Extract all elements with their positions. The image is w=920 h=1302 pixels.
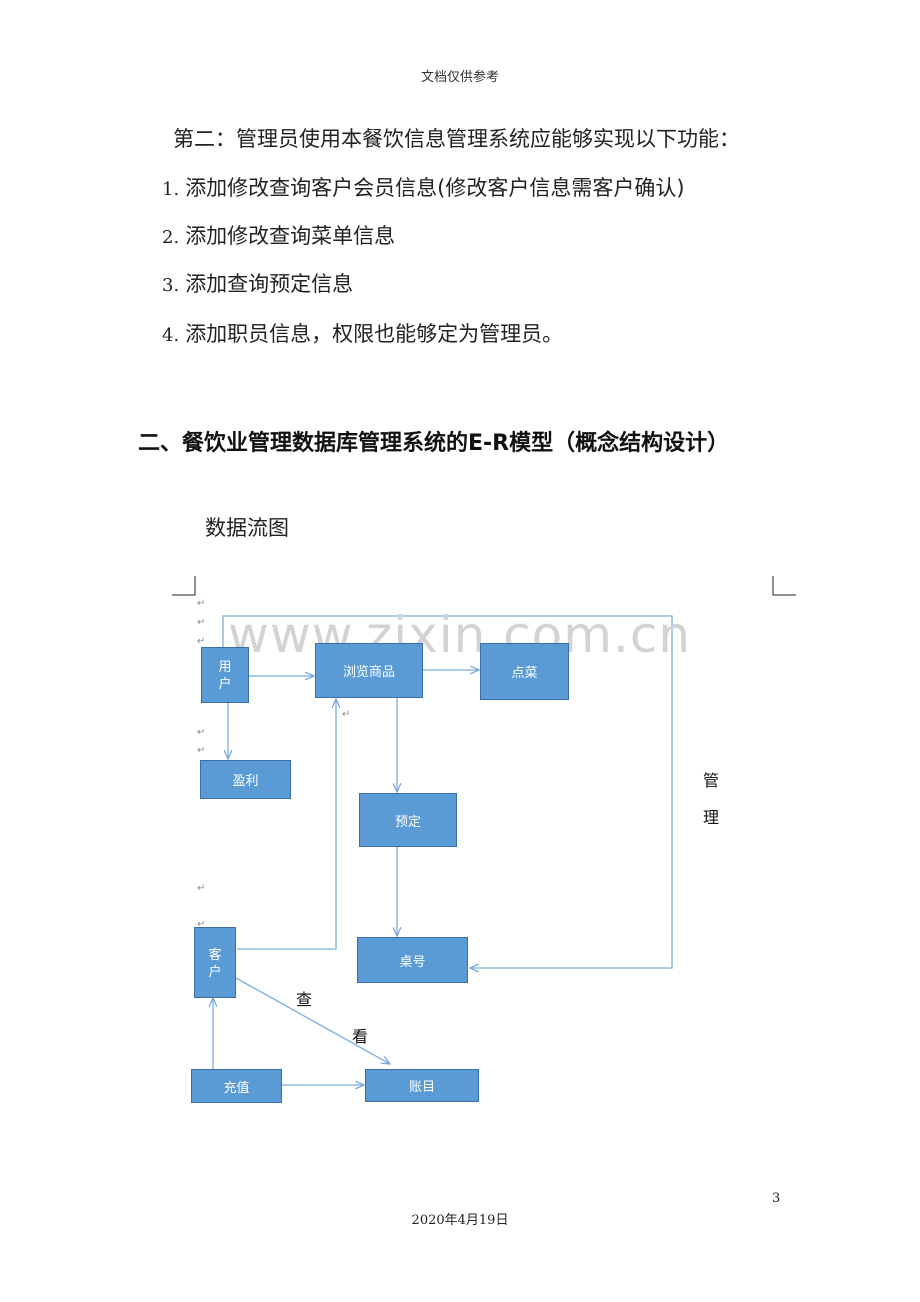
crop-marks: [172, 576, 796, 596]
table-number-label: 桌号: [399, 954, 426, 970]
list-item: 3.添加查询预定信息: [162, 268, 353, 298]
user-box: 用 户: [201, 647, 249, 703]
user-label-1: 用: [218, 660, 232, 675]
watermark: www.zixin.com.cn: [228, 606, 692, 664]
browse-label: 浏览商品: [342, 665, 395, 680]
footer-date: 2020年4月19日: [411, 1213, 509, 1228]
customer-label-1: 客: [208, 947, 222, 963]
return-mark: ↵: [197, 919, 206, 930]
browse-box: 浏览商品: [315, 643, 423, 698]
customer-to-account-arrow: [235, 977, 390, 1064]
check-label-2: 看: [352, 1027, 369, 1046]
return-mark: ↵: [197, 727, 206, 738]
list-item-number: 2.: [162, 227, 180, 248]
manage-arrow: [222, 615, 673, 968]
list-item-number: 1.: [162, 179, 180, 200]
customer-box: 客 户: [194, 927, 236, 998]
recharge-box: 充值: [191, 1069, 282, 1103]
profit-label: 盈利: [232, 774, 259, 789]
manage-label-2: 理: [703, 808, 720, 827]
return-mark: ↵: [197, 617, 206, 628]
list-item-number: 4.: [162, 325, 180, 346]
section-heading: 二、餐饮业管理数据库管理系统的E-R模型（概念结构设计）: [138, 431, 730, 456]
return-mark: ↵: [197, 636, 206, 647]
check-label-1: 查: [296, 990, 313, 1009]
manage-label-1: 管: [703, 771, 720, 790]
reserve-box: 预定: [359, 793, 457, 847]
return-mark: ↵: [342, 709, 351, 720]
customer-to-browse-arrow: [237, 699, 336, 950]
user-label-2: 户: [218, 677, 232, 692]
table-number-box: 桌号: [357, 937, 468, 983]
profit-box: 盈利: [200, 760, 291, 799]
return-mark: ↵: [197, 745, 206, 756]
account-label: 账目: [408, 1080, 435, 1095]
account-box: 账目: [365, 1069, 479, 1102]
list-item: 4.添加职员信息，权限也能够定为管理员。: [162, 318, 563, 348]
reserve-label: 预定: [394, 814, 421, 830]
return-mark: ↵: [197, 883, 206, 894]
list-item-text: 添加修改查询客户会员信息(修改客户信息需客户确认): [185, 176, 685, 200]
customer-label-2: 户: [208, 964, 222, 980]
list-item: 2.添加修改查询菜单信息: [162, 220, 395, 250]
list-item-text: 添加修改查询菜单信息: [185, 224, 396, 248]
list-item: 1.添加修改查询客户会员信息(修改客户信息需客户确认): [162, 172, 685, 202]
order-box: 点菜: [480, 643, 569, 700]
return-mark: ↵: [197, 598, 206, 609]
recharge-label: 充值: [223, 1080, 250, 1096]
order-label: 点菜: [511, 666, 538, 681]
page-number: 3: [772, 1191, 781, 1206]
dataflow-title: 数据流图: [205, 516, 289, 540]
list-item-number: 3.: [162, 275, 180, 296]
intro-paragraph: 第二：管理员使用本餐饮信息管理系统应能够实现以下功能：: [173, 127, 740, 151]
page-header: 文档仅供参考: [420, 70, 499, 85]
list-item-text: 添加查询预定信息: [185, 272, 354, 296]
list-item-text: 添加职员信息，权限也能够定为管理员。: [185, 322, 564, 346]
